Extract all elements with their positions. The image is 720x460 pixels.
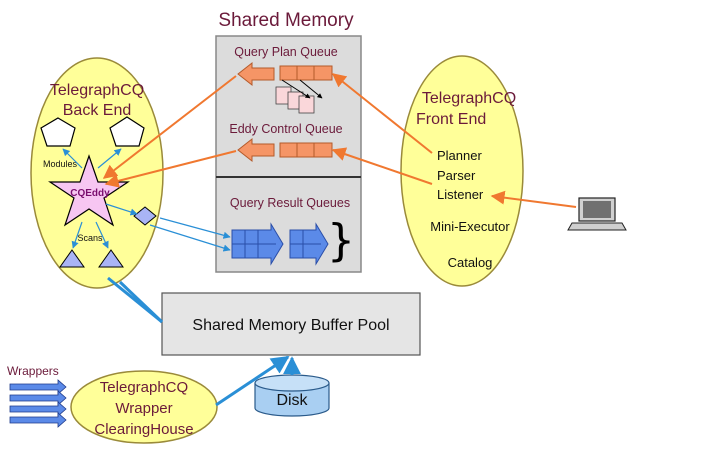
wrapper-arrows-icon <box>9 379 67 428</box>
back-end-title-line2: Back End <box>63 102 131 119</box>
modules-label: Modules <box>43 159 78 169</box>
orange-flow-arrows <box>102 73 577 208</box>
eddy-control-queue-label: Eddy Control Queue <box>229 122 342 136</box>
query-plan-queue <box>237 61 333 87</box>
blue-flow-arrows <box>62 148 231 252</box>
module-pentagon-icon <box>40 117 76 147</box>
buffer-pool-label: Shared Memory Buffer Pool <box>192 317 389 334</box>
wrappers-label: Wrappers <box>7 364 59 378</box>
query-result-queues: } <box>231 215 355 266</box>
wrapper-clearinghouse-ellipse <box>70 370 218 444</box>
wrapper-ch-line3: ClearingHouse <box>94 421 193 438</box>
front-end-title-line2: Front End <box>416 111 486 128</box>
scan-triangle-icon <box>59 249 85 268</box>
back-end-ellipse <box>30 57 164 289</box>
planner-label: Planner <box>437 148 482 163</box>
scans-label: Scans <box>77 233 103 243</box>
diagram-title: Shared Memory <box>218 10 354 31</box>
query-plan-queue-label: Query Plan Queue <box>234 45 338 59</box>
svg-text:}: } <box>327 215 355 266</box>
buffer-pool-box <box>161 292 421 356</box>
laptop-icon <box>567 197 627 231</box>
mini-executor-label: Mini-Executor <box>430 219 510 234</box>
catalog-label: Catalog <box>448 255 493 270</box>
front-end-title-line1: TelegraphCQ <box>422 90 516 107</box>
front-end-ellipse <box>400 55 524 287</box>
listener-label: Listener <box>437 187 484 202</box>
disk-label: Disk <box>276 392 308 409</box>
wrapper-ch-line2: Wrapper <box>115 400 172 417</box>
cqeddy-label: CQEddy <box>70 188 110 199</box>
module-pentagon-icon <box>109 116 145 147</box>
blue-storage-links <box>107 276 301 407</box>
back-end-title-line1: TelegraphCQ <box>50 82 144 99</box>
scan-triangle-icon <box>98 249 124 268</box>
query-plan-documents-icon <box>275 79 323 114</box>
query-result-queues-label: Query Result Queues <box>230 196 350 210</box>
parser-label: Parser <box>437 168 476 183</box>
wrapper-ch-line1: TelegraphCQ <box>100 379 188 396</box>
